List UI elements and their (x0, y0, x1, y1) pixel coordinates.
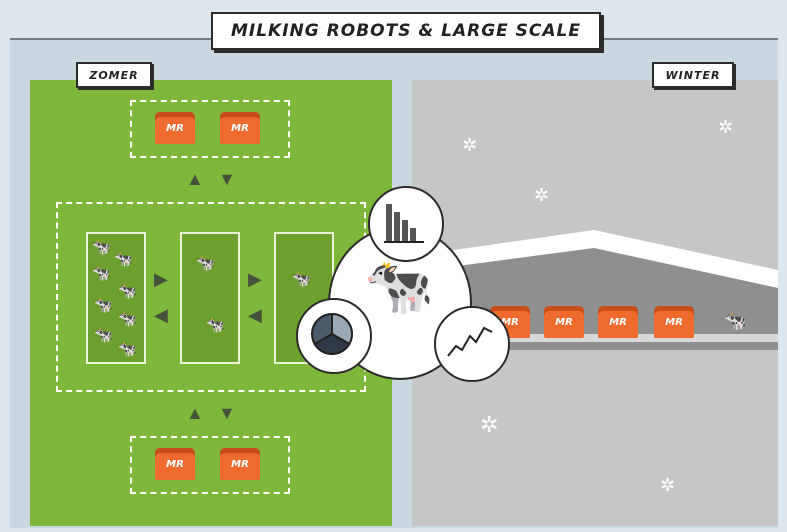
milking-robot: MR (220, 112, 260, 144)
arrow-right-icon: ▶ (154, 269, 168, 289)
cow-pen-large (86, 232, 146, 364)
cow-icon: 🐄 (292, 271, 311, 288)
barn-roof (412, 230, 778, 288)
cow-icon: 🐄 (114, 251, 133, 268)
cow-icon: 🐄 (724, 311, 747, 331)
arrow-down-icon: ▼ (218, 169, 236, 189)
top-robot-group (130, 100, 290, 158)
cow-icon: 🐄 (206, 317, 225, 334)
cow-icon: 🐄 (94, 327, 113, 344)
cow-icon: 🐄 (92, 239, 111, 256)
cow-icon: 🐄 (94, 297, 113, 314)
arrow-left-icon: ◀ (154, 305, 168, 325)
winter-label: WINTER (652, 62, 734, 88)
snowflake-icon: ✲ (534, 185, 550, 205)
cow-icon: 🐄 (118, 311, 137, 328)
cow-icon: 🐄 (196, 255, 215, 272)
milking-robot: MR (654, 306, 694, 338)
arrow-right-icon: ▶ (248, 269, 262, 289)
arrow-down-icon: ▼ (218, 403, 236, 423)
summer-label: ZOMER (76, 62, 152, 88)
line-graph-circle (434, 306, 510, 382)
milking-robot: MR (220, 448, 260, 480)
cow-icon: 🐄 (92, 265, 111, 282)
milking-robot: MR (155, 112, 195, 144)
snowflake-icon: ✲ (462, 135, 478, 155)
cow-icon: 🐄 (118, 283, 137, 300)
cow-icon: 🐄 (118, 341, 137, 358)
barn-floor (412, 334, 778, 342)
bar-chart-icon (384, 204, 424, 243)
snowflake-icon: ✲ (660, 475, 676, 495)
bottom-robot-group (130, 436, 290, 494)
snowflake-icon: ✲ (480, 412, 499, 437)
arrow-left-icon: ◀ (248, 305, 262, 325)
pie-chart-icon (311, 312, 353, 355)
cow-icon: 🐄 (364, 254, 434, 317)
milking-robot: MR (544, 306, 584, 338)
snowflake-icon: ✲ (718, 117, 734, 137)
cow-pen-middle (180, 232, 240, 364)
milking-robot: MR (155, 448, 195, 480)
arrow-up-icon: ▲ (186, 169, 204, 189)
arrow-up-icon: ▲ (186, 403, 204, 423)
milking-robot: MR (598, 306, 638, 338)
line-graph-icon (447, 326, 493, 357)
diagram-title: MILKING ROBOTS & LARGE SCALE (211, 12, 601, 50)
